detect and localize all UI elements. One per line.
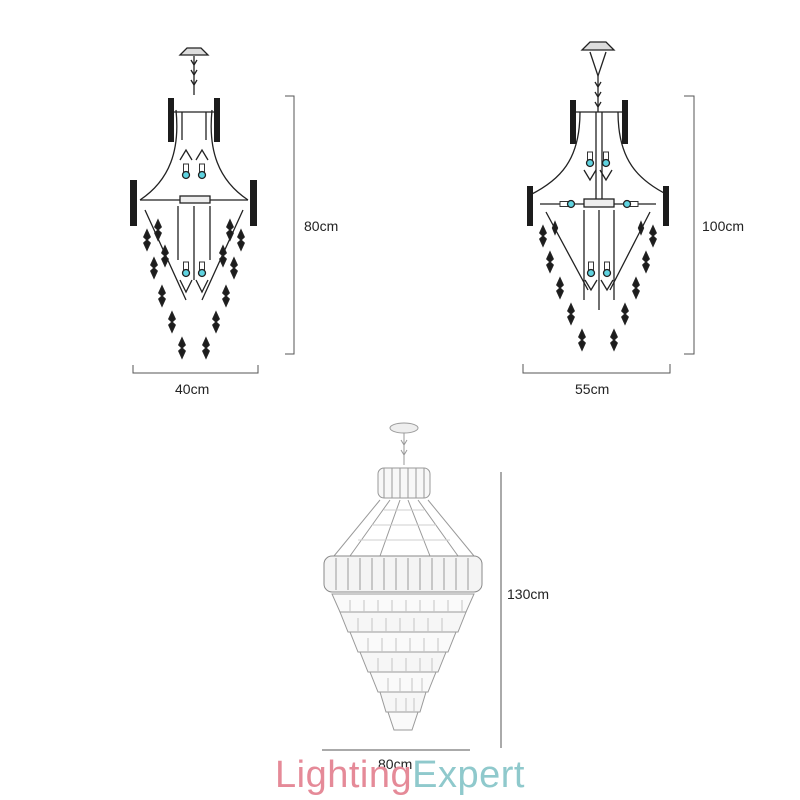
height-label-large: 130cm bbox=[507, 586, 549, 602]
height-label-medium: 100cm bbox=[702, 218, 744, 234]
width-label-large: 80cm bbox=[378, 756, 412, 772]
dimension-lines-medium bbox=[522, 95, 695, 374]
dimension-lines-small bbox=[132, 95, 295, 374]
width-label-medium: 55cm bbox=[575, 381, 609, 397]
width-label-small: 40cm bbox=[175, 381, 209, 397]
chandelier-large-crystal bbox=[323, 422, 483, 731]
chandelier-medium bbox=[527, 41, 669, 351]
brand-logo-part2: Expert bbox=[412, 754, 525, 796]
chandelier-small bbox=[130, 47, 257, 359]
dimension-lines-large bbox=[322, 472, 502, 751]
brand-logo-part1: Lighting bbox=[275, 754, 413, 796]
brand-logo: LightingExpert bbox=[0, 754, 800, 797]
height-label-small: 80cm bbox=[304, 218, 338, 234]
